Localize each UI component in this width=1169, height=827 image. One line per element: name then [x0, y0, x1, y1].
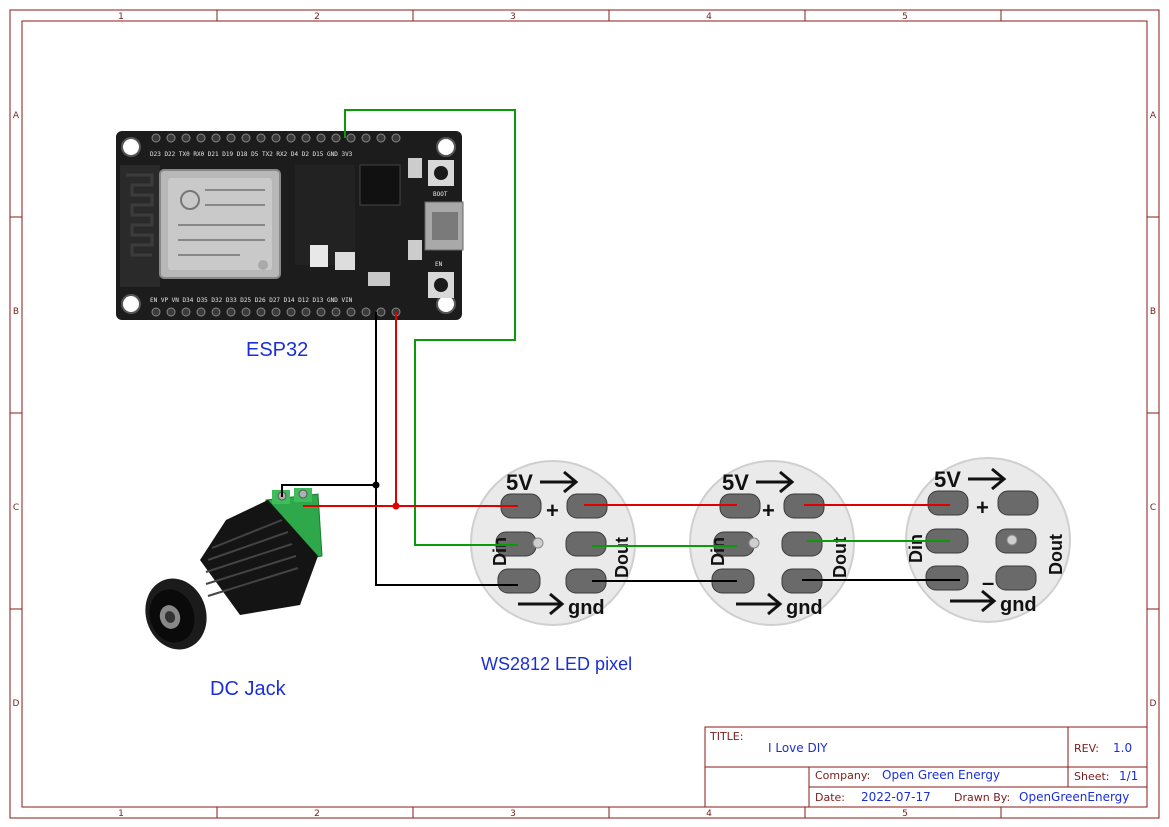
- col-label-bottom-5: 5: [902, 809, 908, 819]
- drawing-frame: 1 2 3 4 5 1 2 3 4 5 A B C D A B C D: [9, 9, 1160, 819]
- led2-din-label: Din: [708, 537, 728, 566]
- led3-5v-label: 5V: [934, 467, 961, 492]
- led1-5v-label: 5V: [506, 470, 533, 495]
- led2-gnd-label: gnd: [786, 597, 823, 619]
- ground-junction-dot: [372, 481, 380, 489]
- esp32-top-pin-labels: D23 D22 TX0 RX0 D21 D19 D18 D5 TX2 RX2 D…: [150, 151, 353, 158]
- row-label-left-b: B: [13, 307, 19, 317]
- col-label-bottom-1: 1: [118, 809, 124, 819]
- date-value: 2022-07-17: [861, 790, 931, 804]
- led-pixel-2[interactable]: 5V + Din Dout gnd: [689, 460, 855, 626]
- led3-gnd-label: gnd: [1000, 594, 1037, 616]
- col-label-top-1: 1: [118, 12, 124, 22]
- sheet-key: Sheet:: [1074, 770, 1110, 783]
- led1-din-label: Din: [490, 537, 510, 566]
- company-value: Open Green Energy: [882, 768, 1000, 782]
- wire-power[interactable]: [303, 312, 950, 507]
- col-label-top-3: 3: [510, 12, 516, 22]
- dc-jack[interactable]: [136, 488, 323, 658]
- title-value: I Love DIY: [768, 741, 828, 755]
- esp32-board[interactable]: D23 D22 TX0 RX0 D21 D19 D18 D5 TX2 RX2 D…: [116, 131, 464, 320]
- row-label-right-a: A: [1150, 111, 1157, 121]
- led2-dout-label: Dout: [830, 537, 850, 578]
- led3-minus-label: –: [982, 570, 994, 595]
- led1-gnd-label: gnd: [568, 597, 605, 619]
- row-label-right-c: C: [1150, 503, 1156, 513]
- led3-din-label: Din: [906, 534, 926, 563]
- row-label-right-b: B: [1150, 307, 1156, 317]
- drawn-by-key: Drawn By:: [954, 791, 1010, 804]
- col-label-top-4: 4: [706, 12, 712, 22]
- wire-data[interactable]: [344, 109, 950, 547]
- drawn-by-value: OpenGreenEnergy: [1019, 790, 1129, 804]
- dc-jack-label: DC Jack: [210, 678, 287, 700]
- row-label-right-d: D: [1150, 699, 1157, 709]
- title-block: TITLE: I Love DIY REV: 1.0 Company: Open…: [704, 726, 1148, 808]
- col-label-top-2: 2: [314, 12, 320, 22]
- col-label-bottom-4: 4: [706, 809, 712, 819]
- led-pixel-label: WS2812 LED pixel: [481, 654, 632, 674]
- led-pixel-1[interactable]: 5V + Din Dout gnd: [470, 460, 636, 626]
- title-key: TITLE:: [709, 730, 743, 743]
- row-label-left-c: C: [13, 503, 19, 513]
- col-label-bottom-2: 2: [314, 809, 320, 819]
- power-junction-dot: [392, 502, 400, 510]
- row-label-left-d: D: [13, 699, 20, 709]
- row-label-left-a: A: [13, 111, 20, 121]
- esp32-label: ESP32: [246, 339, 308, 361]
- led3-dout-label: Dout: [1046, 534, 1066, 575]
- led1-plus-label: +: [546, 498, 559, 523]
- en-button-label: EN: [435, 261, 443, 268]
- led3-plus-label: +: [976, 495, 989, 520]
- col-label-bottom-3: 3: [510, 809, 516, 819]
- led1-dout-label: Dout: [612, 537, 632, 578]
- led2-5v-label: 5V: [722, 470, 749, 495]
- sheet-value: 1/1: [1119, 769, 1138, 783]
- rev-value: 1.0: [1113, 741, 1132, 755]
- company-key: Company:: [815, 769, 870, 782]
- rev-key: REV:: [1074, 742, 1099, 755]
- date-key: Date:: [815, 791, 845, 804]
- esp32-bottom-pin-labels: EN VP VN D34 D35 D32 D33 D25 D26 D27 D14…: [150, 297, 353, 304]
- wire-ground[interactable]: [281, 312, 960, 586]
- boot-button-label: BOOT: [433, 191, 448, 198]
- col-label-top-5: 5: [902, 12, 908, 22]
- led2-plus-label: +: [762, 498, 775, 523]
